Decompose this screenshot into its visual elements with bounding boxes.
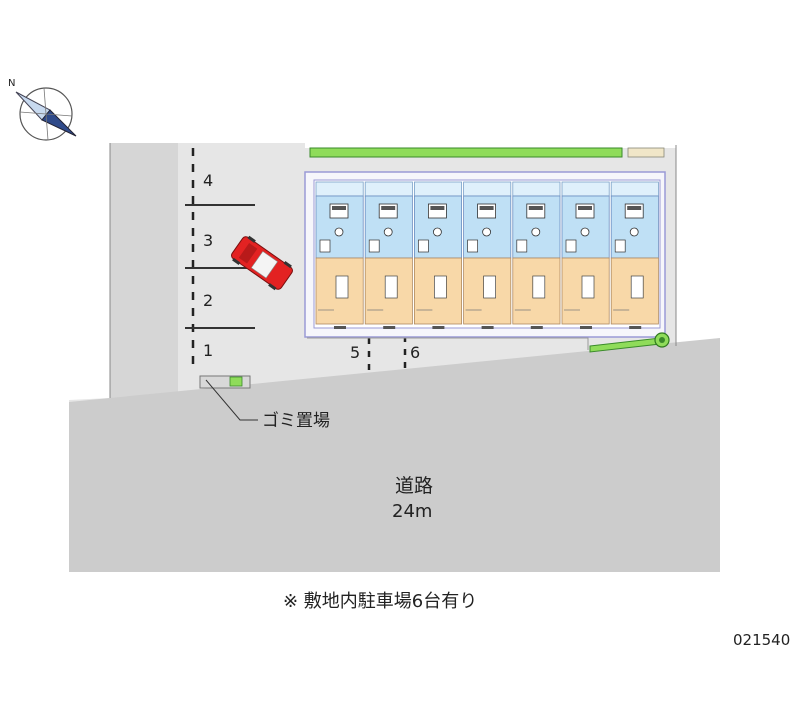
garbage-area [199,375,258,421]
building-frontage [307,337,589,350]
hedge [589,332,670,353]
parking-note: ※ 敷地内駐車場6台有り [283,591,477,612]
greenery-strip [309,147,623,158]
apartment-unit [512,181,561,329]
road-label: 道路 [395,475,433,497]
car-icon [231,235,293,291]
apartment-unit [610,181,659,329]
apartment-unit [413,181,462,329]
parking-lines [185,204,255,329]
compass-icon: N [8,78,77,141]
apartment-unit [364,181,413,329]
apartment-unit [315,181,364,329]
road-width: 24m [392,501,432,522]
road-area [69,338,720,572]
side-walkway [110,143,178,398]
parking-space-1: 1 [203,341,213,360]
apartment-unit [561,181,610,329]
map-code: 021540 [733,631,790,649]
parking-dividers [191,148,407,372]
apartment-building [304,147,666,338]
north-label: N [8,78,15,89]
apartment-unit [463,181,512,329]
garbage-area-label: ゴミ置場 [262,410,330,431]
parking-space-2: 2 [203,291,213,310]
parking-space-3: 3 [203,231,213,250]
parking-space-4: 4 [203,171,213,190]
parking-space-6: 6 [410,343,420,362]
parking-space-5: 5 [350,343,360,362]
